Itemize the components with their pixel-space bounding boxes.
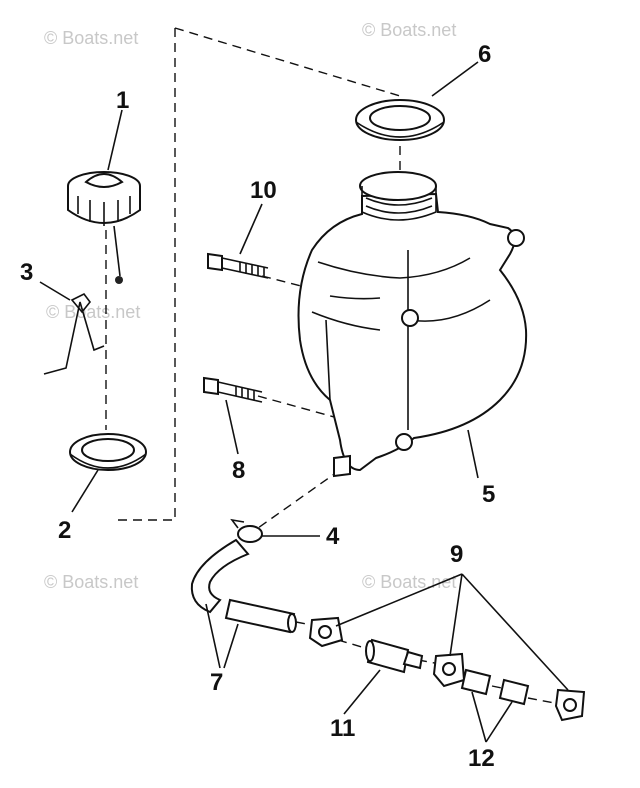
wire-clip	[43, 292, 105, 375]
callout-12: 12	[468, 745, 495, 772]
neck-seal	[355, 99, 445, 141]
hose-connector	[365, 638, 424, 674]
callout-8: 8	[232, 457, 245, 484]
short-hose-2	[498, 678, 530, 706]
watermark-bottom-right: © Boats.net	[362, 572, 456, 592]
leader-lines	[39, 61, 569, 743]
fitting-2	[432, 652, 466, 688]
fitting-1	[308, 616, 344, 648]
callout-4: 4	[326, 523, 340, 550]
callout-6: 6	[478, 41, 491, 68]
callout-7: 7	[210, 669, 223, 696]
fuel-hose	[190, 538, 297, 634]
fuel-tank	[297, 171, 528, 478]
fuel-cap	[67, 171, 141, 284]
callout-3: 3	[20, 259, 33, 286]
callout-11: 11	[330, 715, 355, 742]
fitting-3	[554, 688, 586, 722]
watermark-mid-left: © Boats.net	[46, 302, 140, 322]
watermark-top-left: © Boats.net	[44, 28, 138, 48]
hose-clamp	[230, 518, 263, 543]
short-hose-1	[460, 668, 492, 696]
callout-9: 9	[450, 541, 463, 568]
bolt-lower	[203, 376, 263, 403]
watermark-top-right: © Boats.net	[362, 20, 456, 40]
bolt-upper	[207, 252, 269, 279]
callout-1: 1	[116, 87, 129, 114]
watermark-bottom-left: © Boats.net	[44, 572, 138, 592]
callout-10: 10	[250, 177, 277, 204]
cap-gasket	[69, 433, 147, 471]
callout-5: 5	[482, 481, 495, 508]
callout-2: 2	[58, 517, 71, 544]
